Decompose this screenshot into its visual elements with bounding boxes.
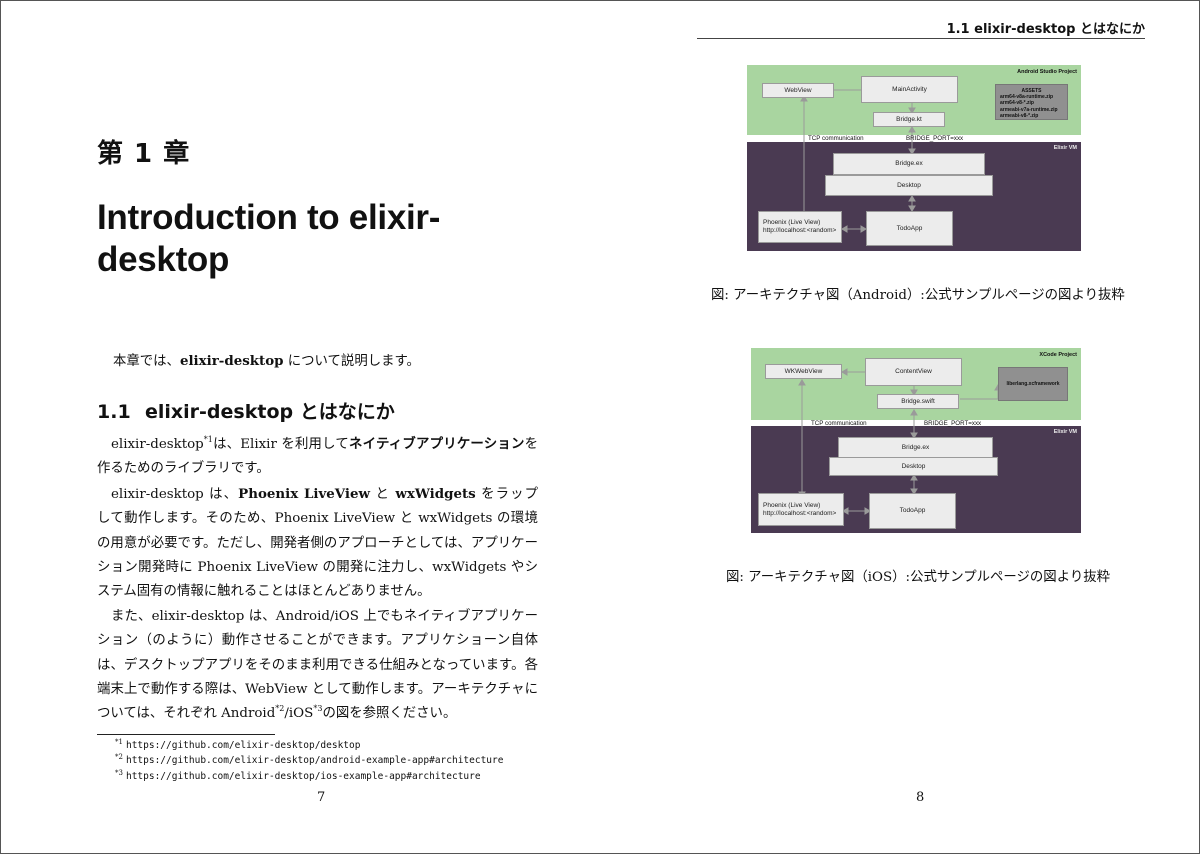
p2-bold-wxwidgets: wxWidgets — [395, 485, 476, 502]
p1-text-a: elixir-desktop — [111, 437, 204, 452]
footnote-ref-2[interactable]: *2 — [275, 704, 285, 714]
section-heading: 1.1 elixir-desktop とはなにか — [97, 397, 395, 424]
footnote-link[interactable]: https://github.com/elixir-desktop/deskto… — [125, 740, 361, 751]
tcp-label: TCP communication — [811, 420, 867, 427]
footnote-link[interactable]: https://github.com/elixir-desktop/ios-ex… — [125, 770, 481, 782]
p3-text-b: /iOS — [284, 706, 314, 722]
asset-item: arm64-v8-*.zip — [1000, 100, 1034, 107]
footnote-rule — [97, 734, 275, 735]
bridge-ex-box: Bridge.ex — [838, 437, 993, 458]
right-page: 1.1 elixir-desktop とはなにか — [600, 1, 1199, 853]
port-label: BRIDGE_PORT=xxx — [906, 135, 964, 142]
bridge-ex-box: Bridge.ex — [833, 153, 985, 175]
phoenix-url: http://localhost:<random> — [763, 227, 837, 234]
p3-text-a: また、elixir-desktop は、Android/iOS 上でもネイティブ… — [97, 608, 538, 722]
p2-bold-liveview: Phoenix LiveView — [238, 485, 371, 502]
body-text: elixir-desktop*1は、Elixir を利用してネイティブアプリケー… — [97, 432, 538, 727]
content-view-box: ContentView — [865, 358, 962, 386]
vm-label: Elixir VM — [1053, 145, 1077, 151]
chapter-number: 第 1 章 — [97, 139, 191, 169]
p3-text-c: の図を参照ください。 — [322, 706, 457, 722]
main-activity-box: MainActivity — [861, 76, 958, 103]
phoenix-box: Phoenix (Live View)http://localhost:<ran… — [758, 493, 844, 526]
footnote-mark: *2 — [115, 753, 123, 762]
paragraph-3: また、elixir-desktop は、Android/iOS 上でもネイティブ… — [97, 605, 538, 727]
vm-label: Elixir VM — [1053, 429, 1077, 435]
footnote-ref-3[interactable]: *3 — [313, 704, 323, 714]
project-label: XCode Project — [1039, 352, 1077, 358]
figure-ios-caption: 図: アーキテクチャ図（iOS）:公式サンプルページの図より抜粋 — [726, 570, 1110, 585]
bridge-native-box: Bridge.swift — [877, 394, 959, 409]
asset-item: armeabi-v8-*.zip — [1000, 112, 1039, 119]
running-head-rule — [697, 38, 1145, 39]
assets-title: ASSETS — [1021, 88, 1042, 94]
intro-text-a: 本章では、 — [113, 354, 180, 369]
bridge-native-box: Bridge.kt — [873, 112, 945, 127]
page-number-right: 8 — [916, 790, 925, 805]
desktop-box: Desktop — [829, 457, 998, 476]
intro-bold: elixir-desktop — [179, 353, 284, 369]
p1-bold: ネイティブアプリケーション — [349, 436, 525, 452]
framework-box: liberlang.xcframework — [998, 367, 1068, 401]
chapter-intro: 本章では、elixir-desktop について説明します。 — [113, 349, 420, 369]
p2-text-c: をラップして動作します。そのため、Phoenix LiveView と wxWi… — [97, 486, 538, 600]
running-head: 1.1 elixir-desktop とはなにか — [946, 22, 1145, 37]
footnote-link[interactable]: https://github.com/elixir-desktop/androi… — [125, 755, 504, 767]
section-number: 1.1 — [97, 401, 131, 423]
asset-item: arm64-v8a-runtime.zip — [1000, 94, 1054, 101]
paragraph-2: elixir-desktop は、Phoenix LiveView と wxWi… — [97, 482, 538, 605]
ios-architecture-diagram: XCode Project Elixir VM WKWebView Conten… — [751, 348, 1081, 533]
asset-item: armeabi-v7a-runtime.zip — [1000, 106, 1058, 113]
port-label: BRIDGE_PORT=xxx — [924, 420, 982, 427]
chapter-title: Introduction to elixir-desktop — [97, 198, 441, 279]
footnote-mark: *3 — [115, 768, 123, 777]
phoenix-box: Phoenix (Live View)http://localhost:<ran… — [758, 211, 842, 243]
footnote-mark: *1 — [115, 738, 123, 746]
phoenix-title: Phoenix (Live View) — [763, 219, 821, 226]
assets-box: ASSETS arm64-v8a-runtime.zip arm64-v8-*.… — [995, 84, 1068, 120]
todoapp-box: TodoApp — [869, 493, 956, 529]
footnote-ref-1[interactable]: *1 — [203, 435, 213, 444]
wkwebview-box: WKWebView — [765, 364, 842, 379]
phoenix-url: http://localhost:<random> — [763, 509, 837, 517]
desktop-box: Desktop — [825, 175, 993, 196]
figure-android-caption: 図: アーキテクチャ図（Android）:公式サンプルページの図より抜粋 — [711, 288, 1125, 303]
phoenix-title: Phoenix (Live View) — [763, 501, 821, 509]
p2-text-a: elixir-desktop は、 — [111, 486, 239, 502]
todoapp-box: TodoApp — [866, 211, 953, 246]
paragraph-1: elixir-desktop*1は、Elixir を利用してネイティブアプリケー… — [97, 432, 538, 482]
project-label: Android Studio Project — [1017, 69, 1077, 75]
webview-box: WebView — [762, 83, 834, 98]
android-architecture-diagram: Android Studio Project Elixir VM WebView… — [747, 65, 1081, 251]
tcp-label: TCP communication — [808, 135, 864, 142]
p1-text-b: は、Elixir を利用して — [212, 437, 349, 452]
page-number-left: 7 — [317, 790, 326, 805]
p1-text-c: を作るためのライブラリです。 — [97, 437, 538, 477]
section-title: elixir-desktop とはなにか — [145, 401, 395, 423]
p2-text-b: と — [370, 486, 396, 502]
left-page: 第 1 章 Introduction to elixir-desktop 本章で… — [1, 1, 599, 853]
intro-text-b: について説明します。 — [283, 354, 420, 369]
